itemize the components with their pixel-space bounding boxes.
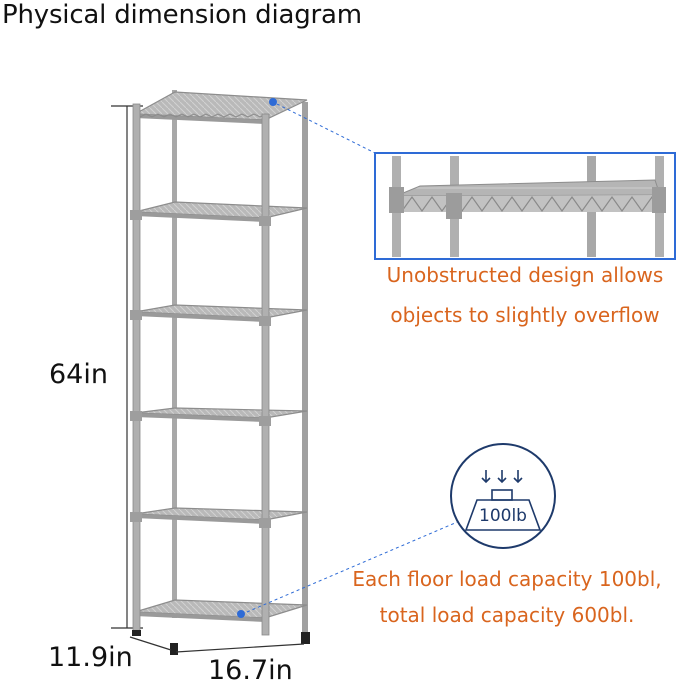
width-dimension-label: 16.7in	[208, 655, 293, 686]
front-posts	[130, 103, 271, 636]
weight-capacity-icon	[450, 443, 556, 549]
shelf-6	[134, 599, 308, 622]
weight-badge-label: 100lb	[479, 506, 527, 526]
load-connector-line	[246, 519, 463, 613]
marker-dot-top	[269, 98, 277, 106]
shelf-1	[132, 91, 308, 124]
load-callout-line-1: Each floor load capacity 100bl,	[352, 567, 662, 591]
page-title: Physical dimension diagram	[2, 0, 362, 30]
shelf-3	[134, 304, 308, 322]
shelf-2	[134, 201, 308, 222]
detail-callout-line-2: objects to slightly overflow	[390, 303, 660, 327]
feet	[132, 630, 310, 655]
depth-dimension-label: 11.9in	[48, 642, 133, 673]
rear-posts	[172, 90, 308, 632]
shelf-4	[134, 407, 308, 422]
load-callout-line-2: total load capacity 600bl.	[379, 603, 635, 627]
detail-connector-line	[276, 103, 378, 155]
height-dimension-label: 64in	[49, 359, 108, 390]
detail-callout-line-1: Unobstructed design allows	[386, 263, 664, 287]
shelf-5	[134, 507, 308, 524]
base-dimension-lines	[129, 636, 305, 653]
detail-zoom-box	[374, 152, 676, 260]
marker-dot-bottom	[237, 610, 245, 618]
